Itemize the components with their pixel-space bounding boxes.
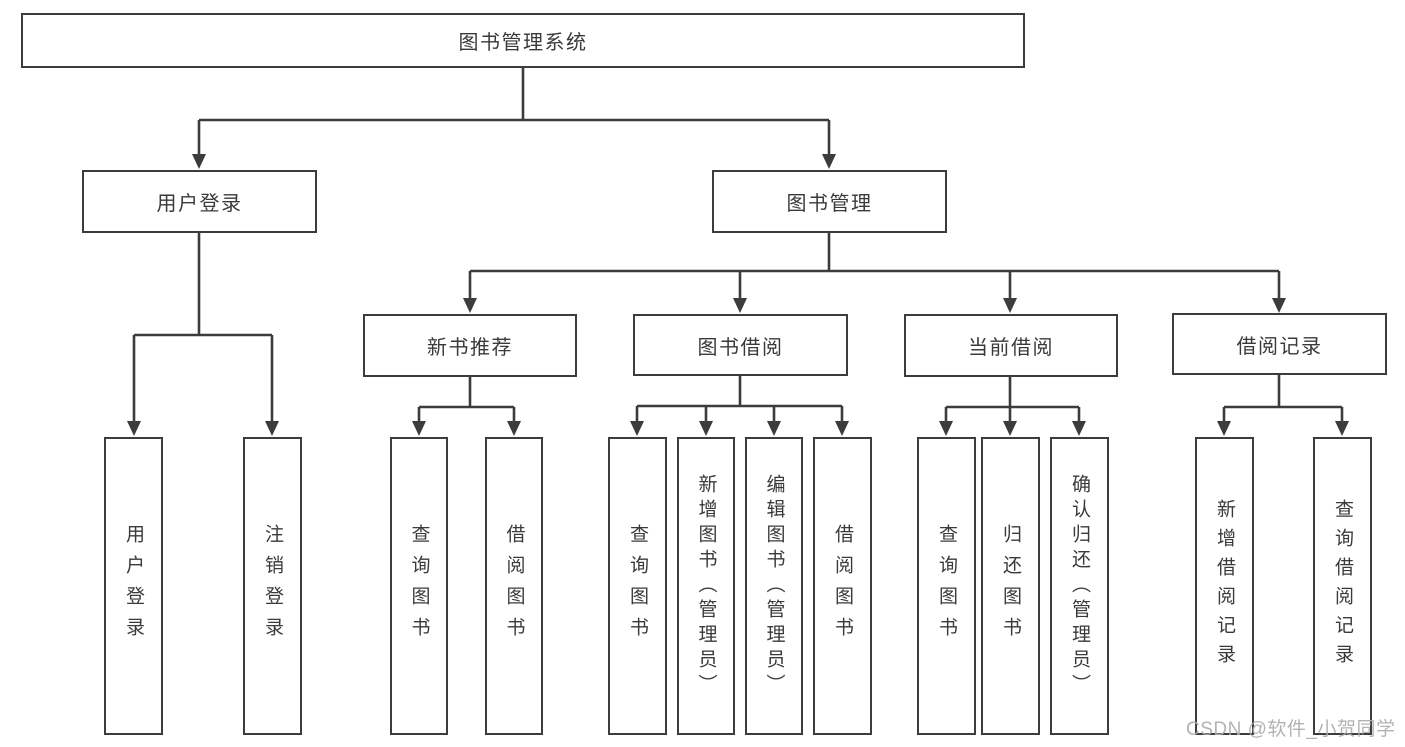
- node-new-book-recommend: 新书推荐: [363, 314, 577, 377]
- leaf-borrow-books: 借阅图书: [813, 437, 872, 735]
- node-book-borrowing: 图书借阅: [633, 314, 848, 376]
- node-label: 新书推荐: [427, 337, 513, 359]
- leaf-borrow-query-books: 查询图书: [608, 437, 667, 735]
- node-label: 用户登录: [156, 193, 243, 215]
- arrow-head: [412, 421, 426, 436]
- arrow-head: [1272, 298, 1286, 313]
- node-label: 新增图书（管理员）: [695, 473, 717, 699]
- arrow-head: [463, 298, 477, 313]
- leaf-query-borrow-record: 查询借阅记录: [1313, 437, 1372, 735]
- node-label: 当前借阅: [968, 337, 1054, 359]
- node-label: 确认归还（管理员）: [1069, 473, 1090, 699]
- node-label: 用户登录: [123, 524, 144, 648]
- leaf-recommend-borrow-books: 借阅图书: [485, 437, 543, 735]
- arrow-head: [1003, 421, 1017, 436]
- arrow-head: [822, 154, 836, 169]
- leaf-user-login: 用户登录: [104, 437, 163, 735]
- arrow-head: [265, 421, 279, 436]
- leaf-add-borrow-record: 新增借阅记录: [1195, 437, 1254, 735]
- arrow-head: [733, 298, 747, 313]
- arrow-head: [1217, 421, 1231, 436]
- leaf-logout: 注销登录: [243, 437, 302, 735]
- node-label: 查询图书: [627, 524, 648, 648]
- node-label: 图书管理: [786, 193, 873, 215]
- node-book-management: 图书管理: [712, 170, 947, 233]
- node-label: 查询借阅记录: [1332, 499, 1353, 673]
- leaf-return-books: 归还图书: [981, 437, 1040, 735]
- arrow-head: [1335, 421, 1349, 436]
- arrow-head: [127, 421, 141, 436]
- arrow-head: [507, 421, 521, 436]
- csdn-watermark: CSDN @软件_小贺同学: [1186, 719, 1396, 740]
- node-label: 归还图书: [1000, 524, 1021, 648]
- node-user-login: 用户登录: [82, 170, 317, 233]
- node-label: 借阅图书: [503, 524, 525, 648]
- arrow-head: [192, 154, 206, 169]
- arrow-head: [699, 421, 713, 436]
- arrow-head: [1072, 421, 1086, 436]
- node-label: 新增借阅记录: [1214, 499, 1235, 673]
- arrow-head: [767, 421, 781, 436]
- node-label: 编辑图书（管理员）: [763, 473, 785, 699]
- node-label: 图书管理系统: [458, 32, 588, 54]
- node-label: 借阅图书: [832, 524, 853, 648]
- leaf-edit-books-admin: 编辑图书（管理员）: [745, 437, 803, 735]
- leaf-add-books-admin: 新增图书（管理员）: [677, 437, 735, 735]
- leaf-confirm-return-admin: 确认归还（管理员）: [1050, 437, 1109, 735]
- arrow-head: [835, 421, 849, 436]
- node-root-library-system: 图书管理系统: [21, 13, 1025, 68]
- leaf-recommend-query-books: 查询图书: [390, 437, 448, 735]
- node-label: 查询图书: [408, 524, 430, 648]
- node-label: 借阅记录: [1236, 335, 1323, 358]
- node-label: 查询图书: [936, 524, 957, 648]
- node-current-borrowing: 当前借阅: [904, 314, 1118, 377]
- node-borrowing-records: 借阅记录: [1172, 313, 1387, 375]
- leaf-current-query-books: 查询图书: [917, 437, 976, 735]
- node-label: 图书借阅: [697, 336, 784, 359]
- arrow-head: [630, 421, 644, 436]
- arrow-head: [1003, 298, 1017, 313]
- node-label: 注销登录: [262, 524, 283, 648]
- arrow-head: [939, 421, 953, 436]
